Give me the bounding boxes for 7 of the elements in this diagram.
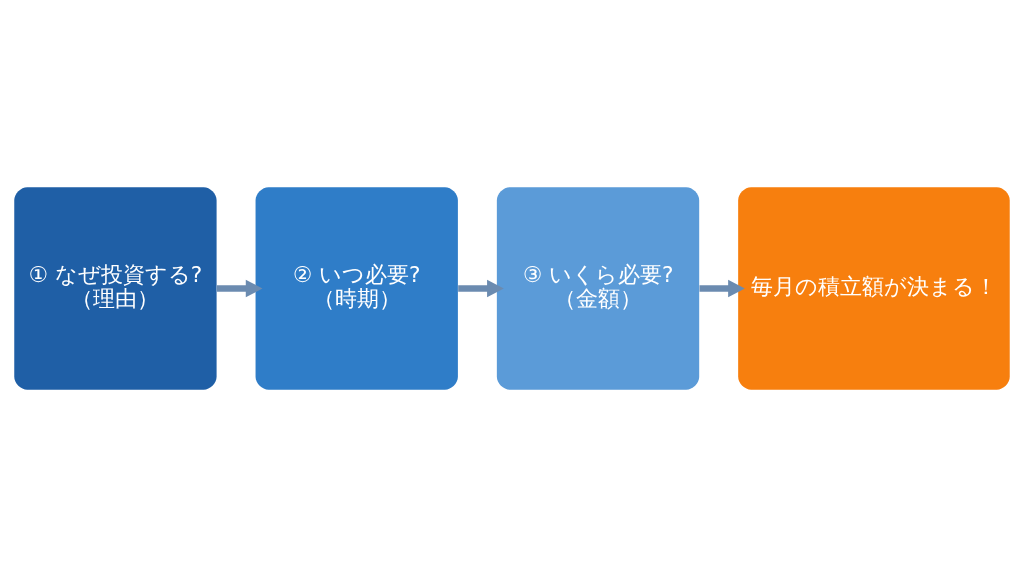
node-box: ② いつ必要? （時期） — [255, 186, 458, 390]
node-box: 毎月の積立額が決まる！ — [738, 186, 1010, 390]
node-box: ③ いくら必要? （金額） — [496, 186, 700, 390]
node-box: ① なぜ投資する? （理由） — [14, 186, 217, 390]
arrow — [458, 279, 504, 297]
arrow — [699, 279, 745, 297]
arrow — [216, 279, 263, 297]
